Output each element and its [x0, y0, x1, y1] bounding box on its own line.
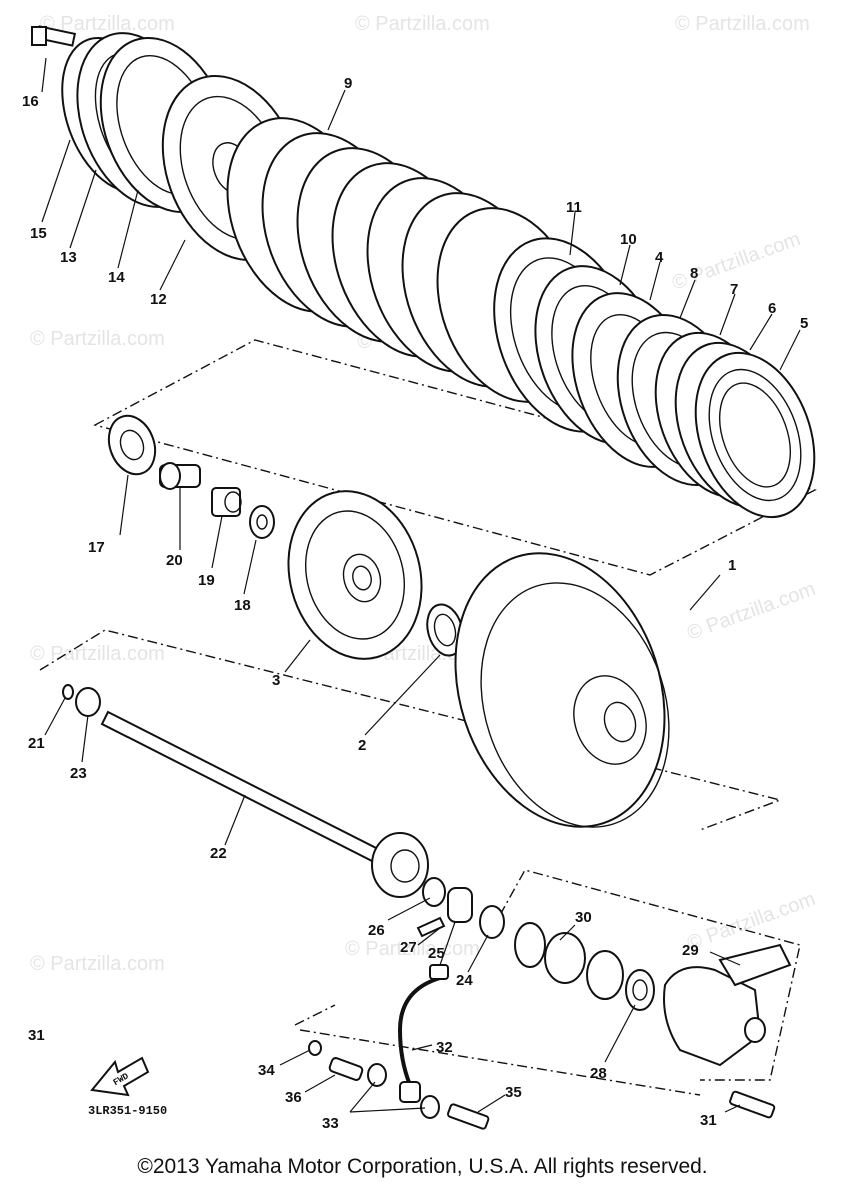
callout-22: 22: [210, 845, 227, 862]
callout-14: 14: [108, 269, 125, 286]
clutch-exploded-diagram: © Partzilla.com © Partzilla.com © Partzi…: [22, 13, 818, 1132]
ball-27: [416, 916, 446, 938]
watermark: © Partzilla.com: [675, 13, 810, 35]
bolt-36: [328, 1057, 364, 1081]
front-arrow-icon: FWD: [90, 1056, 150, 1097]
callout-15: 15: [30, 225, 47, 242]
callout-20: 20: [166, 552, 183, 569]
callout-27: 27: [400, 939, 417, 956]
release-mechanism-30: [514, 922, 624, 1000]
primary-driven-gear-3: [287, 490, 423, 660]
o-ring-26: [422, 877, 446, 907]
bushing-25: [447, 887, 473, 923]
callout-9: 9: [344, 75, 352, 92]
callout-7: 7: [730, 281, 738, 298]
washer-33a: [367, 1063, 387, 1087]
callout-6: 6: [768, 300, 776, 317]
push-rod-22: [100, 710, 382, 864]
watermark: © Partzilla.com: [40, 13, 175, 35]
washer-18: [249, 505, 275, 539]
callout-10: 10: [620, 231, 637, 248]
watermark: © Partzilla.com: [30, 328, 165, 350]
callout-16: 16: [22, 93, 39, 110]
diagram-code: 3LR351-9150: [88, 1104, 167, 1118]
callout-35: 35: [505, 1084, 522, 1101]
callout-3: 3: [272, 672, 280, 689]
copyright-notice: ©2013 Yamaha Motor Corporation, U.S.A. A…: [137, 1155, 708, 1178]
leader-lines: [41, 57, 801, 1113]
oil-seal-26-housing: [371, 832, 429, 898]
bolt-20: [159, 462, 201, 490]
spring-28: [625, 969, 655, 1011]
bolt-16: [31, 25, 77, 47]
callout-34: 34: [258, 1062, 275, 1079]
watermark: © Partzilla.com: [30, 643, 165, 665]
watermark: © Partzilla.com: [30, 953, 165, 975]
callout-11: 11: [566, 199, 582, 216]
callout-2: 2: [358, 737, 366, 754]
callout-19: 19: [198, 572, 215, 589]
assembly-axis-lines: [39, 339, 817, 1096]
callout-21: 21: [28, 735, 45, 752]
watermark: © Partzilla.com: [355, 13, 490, 35]
callout-4: 4: [655, 249, 664, 266]
watermark: © Partzilla.com: [345, 938, 480, 960]
bolt-35: [446, 1103, 490, 1130]
callout-1: 1: [728, 557, 736, 574]
callout-31a: 31: [700, 1112, 717, 1129]
seal-24: [479, 905, 505, 939]
o-ring-21: [62, 684, 74, 700]
callout-26: 26: [368, 922, 385, 939]
callout-29: 29: [682, 942, 699, 959]
hose-32: [397, 964, 449, 1103]
callout-28: 28: [590, 1065, 607, 1082]
spring-washer-5: [694, 351, 816, 519]
callout-5: 5: [800, 315, 808, 332]
thrust-washer-2: [426, 603, 464, 657]
bolt-31b: [729, 1090, 776, 1119]
callout-25: 25: [428, 945, 445, 962]
callout-30: 30: [575, 909, 592, 926]
callout-33: 33: [322, 1115, 339, 1132]
callout-18: 18: [234, 597, 251, 614]
clutch-housing-1: [454, 552, 670, 828]
callout-31b: 31: [28, 1027, 45, 1044]
callout-23: 23: [70, 765, 87, 782]
callout-labels: 1 2 3 4 5 6 7 8 9 10 11 12 13 14 15 16 1…: [22, 75, 808, 1132]
watermark: © Partzilla.com: [684, 578, 818, 645]
callout-8: 8: [690, 265, 698, 282]
callout-32: 32: [436, 1039, 453, 1056]
washer-33b: [420, 1095, 440, 1119]
callout-13: 13: [60, 249, 77, 266]
callout-17: 17: [88, 539, 105, 556]
release-lever-29: [663, 943, 792, 1067]
nut-19: [211, 487, 242, 517]
friction-plates-9: [226, 117, 584, 403]
o-ring-34: [308, 1040, 322, 1056]
callout-24: 24: [456, 972, 473, 989]
bushing-23: [75, 687, 101, 717]
callout-12: 12: [150, 291, 167, 308]
callout-36: 36: [285, 1089, 302, 1106]
bearing-17: [107, 414, 157, 476]
